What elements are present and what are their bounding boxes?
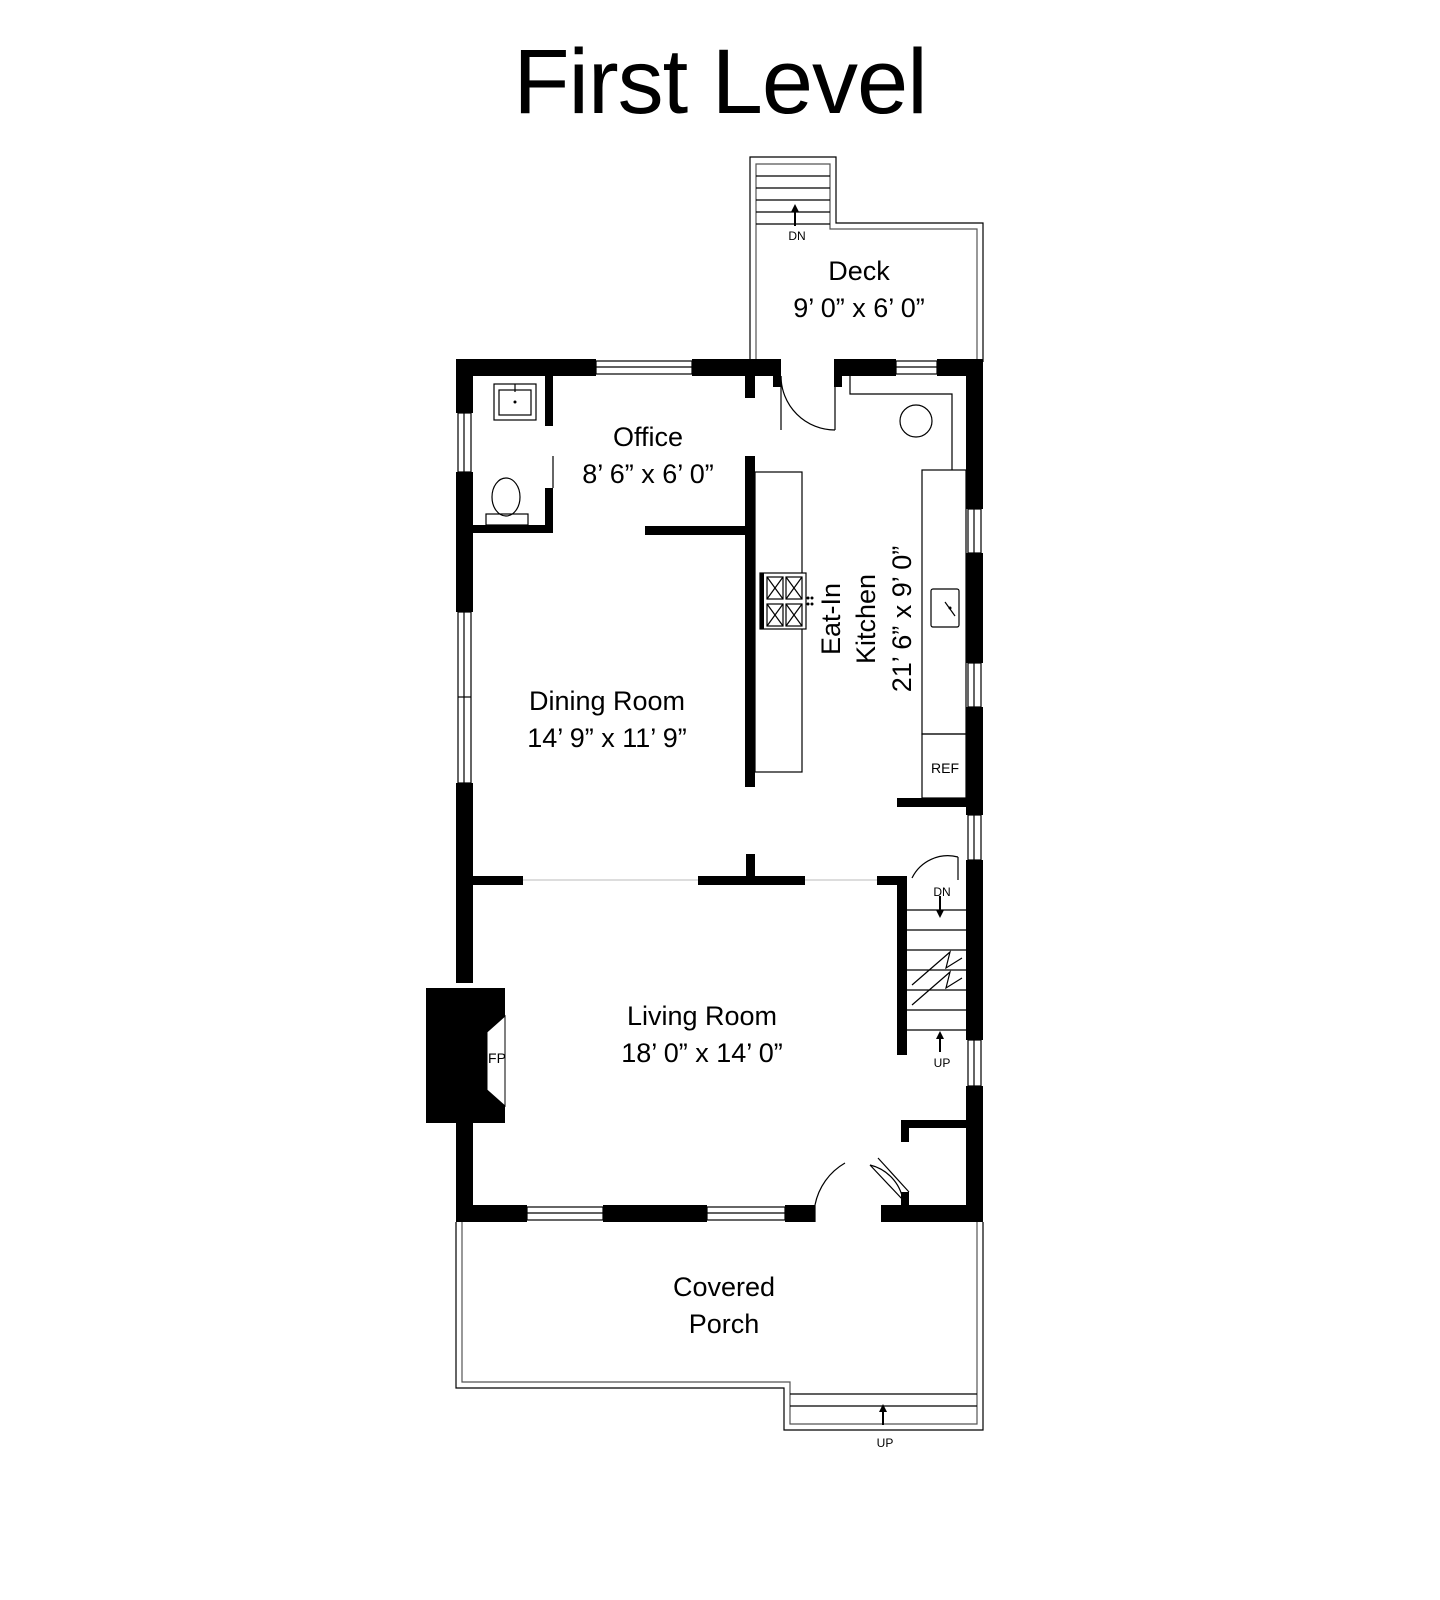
fixture-labels: DN DN UP UP REF FP	[488, 229, 959, 1450]
arrow-down-icon	[936, 910, 944, 918]
stair-door	[911, 855, 959, 880]
dining-dims: 14’ 9” x 11’ 9”	[527, 723, 687, 753]
porch-stairs-label: UP	[877, 1436, 894, 1450]
deck-outline	[749, 156, 984, 362]
dining-name: Dining Room	[529, 686, 685, 716]
deck-stairs	[756, 175, 830, 226]
fireplace	[426, 988, 506, 1123]
powder-room-fixtures	[485, 383, 554, 526]
bathroom-sink-icon	[493, 383, 537, 421]
kitchen-name-line1: Eat-In	[816, 583, 846, 655]
refrigerator-label: REF	[931, 760, 959, 776]
plan-title: First Level	[513, 31, 927, 133]
porch-name-line1: Covered	[673, 1272, 775, 1302]
front-door	[814, 1162, 846, 1222]
living-dims: 18’ 0” x 14’ 0”	[621, 1038, 783, 1068]
porch-name-line2: Porch	[689, 1309, 760, 1339]
fireplace-label: FP	[488, 1050, 506, 1066]
living-name: Living Room	[627, 1001, 777, 1031]
toilet-icon	[485, 477, 529, 526]
interior-stairs	[907, 896, 966, 1052]
office-name: Office	[613, 422, 683, 452]
interior-walls	[473, 359, 966, 1205]
arrow-up-icon	[936, 1031, 944, 1039]
kitchen-dims: 21’ 6” x 9’ 0”	[887, 546, 917, 693]
porch-stairs	[790, 1393, 977, 1425]
basement-stairs-label: DN	[933, 885, 950, 899]
deck-dims: 9’ 0” x 6’ 0”	[793, 293, 925, 323]
kitchen-sink-icon	[930, 588, 960, 628]
kitchen-name-line2: Kitchen	[851, 574, 881, 664]
deck-stairs-label: DN	[788, 229, 805, 243]
windows	[457, 360, 982, 1221]
office-dims: 8’ 6” x 6’ 0”	[582, 459, 714, 489]
closet-door	[869, 1157, 910, 1201]
arrow-up-icon	[879, 1404, 887, 1412]
porch-outline	[455, 1222, 984, 1431]
arrow-up-icon	[791, 204, 799, 212]
deck-name: Deck	[828, 256, 890, 286]
room-labels: Deck 9’ 0” x 6’ 0” Office 8’ 6” x 6’ 0” …	[527, 256, 925, 1339]
exterior-walls	[456, 359, 983, 1222]
upper-stairs-label: UP	[934, 1056, 951, 1070]
deck-door	[780, 375, 836, 431]
kitchen-counters	[754, 376, 967, 799]
water-heater-icon	[899, 404, 933, 438]
cooktop-icon	[759, 572, 814, 630]
